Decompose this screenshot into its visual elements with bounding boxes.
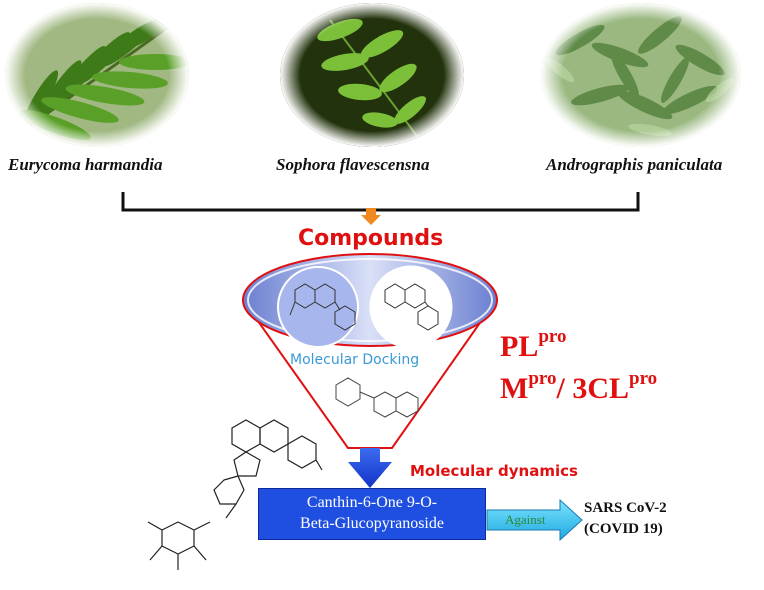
plant-label-sophora: Sophora flavescensna	[276, 155, 430, 174]
target-plpro: PLpro	[500, 326, 567, 363]
disease-line-2: (COVID 19)	[584, 521, 663, 537]
against-arrow-icon	[486, 498, 583, 542]
canthinone-glucoside-structure-icon	[147, 419, 323, 570]
target-mpro-3clpro: Mpro/ 3CLpro	[500, 368, 658, 405]
orange-down-arrow-icon	[361, 208, 381, 225]
plant-bracket	[121, 192, 640, 212]
plant-label-eurycoma: Eurycoma harmandia	[8, 155, 163, 174]
plant-photo-andrographis	[541, 3, 741, 147]
plant-label-andrographis: Andrographis paniculata	[546, 155, 723, 174]
against-label: Against	[505, 512, 546, 527]
molecular-dynamics-label: Molecular dynamics	[410, 462, 578, 480]
product-line-1: Canthin-6-One 9-O-	[306, 494, 438, 511]
chromone-structure-icon	[384, 283, 439, 331]
plant-photo-sophora	[280, 3, 464, 147]
product-line-2: Beta-Glucopyranoside	[300, 515, 444, 532]
plant-photo-eurycoma	[5, 3, 189, 147]
disease-label: SARS CoV-2 (COVID 19)	[584, 498, 667, 540]
molecular-docking-label: Molecular Docking	[290, 352, 420, 368]
glycoside-structure-icon	[335, 377, 419, 418]
flavonoid-structure-icon	[289, 283, 356, 331]
down-arrow-icon	[348, 448, 392, 488]
funnel	[242, 253, 498, 449]
product-box: Canthin-6-One 9-O- Beta-Glucopyranoside	[258, 488, 486, 540]
compounds-title: Compounds	[298, 226, 444, 251]
disease-line-1: SARS CoV-2	[584, 500, 667, 516]
